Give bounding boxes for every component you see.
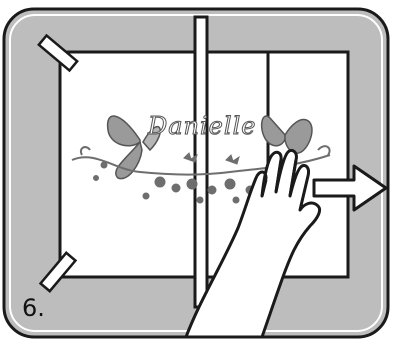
squeegee-bar — [195, 17, 207, 307]
decal-name-text: Danielle — [148, 112, 256, 140]
step-number: 6. — [22, 296, 45, 320]
